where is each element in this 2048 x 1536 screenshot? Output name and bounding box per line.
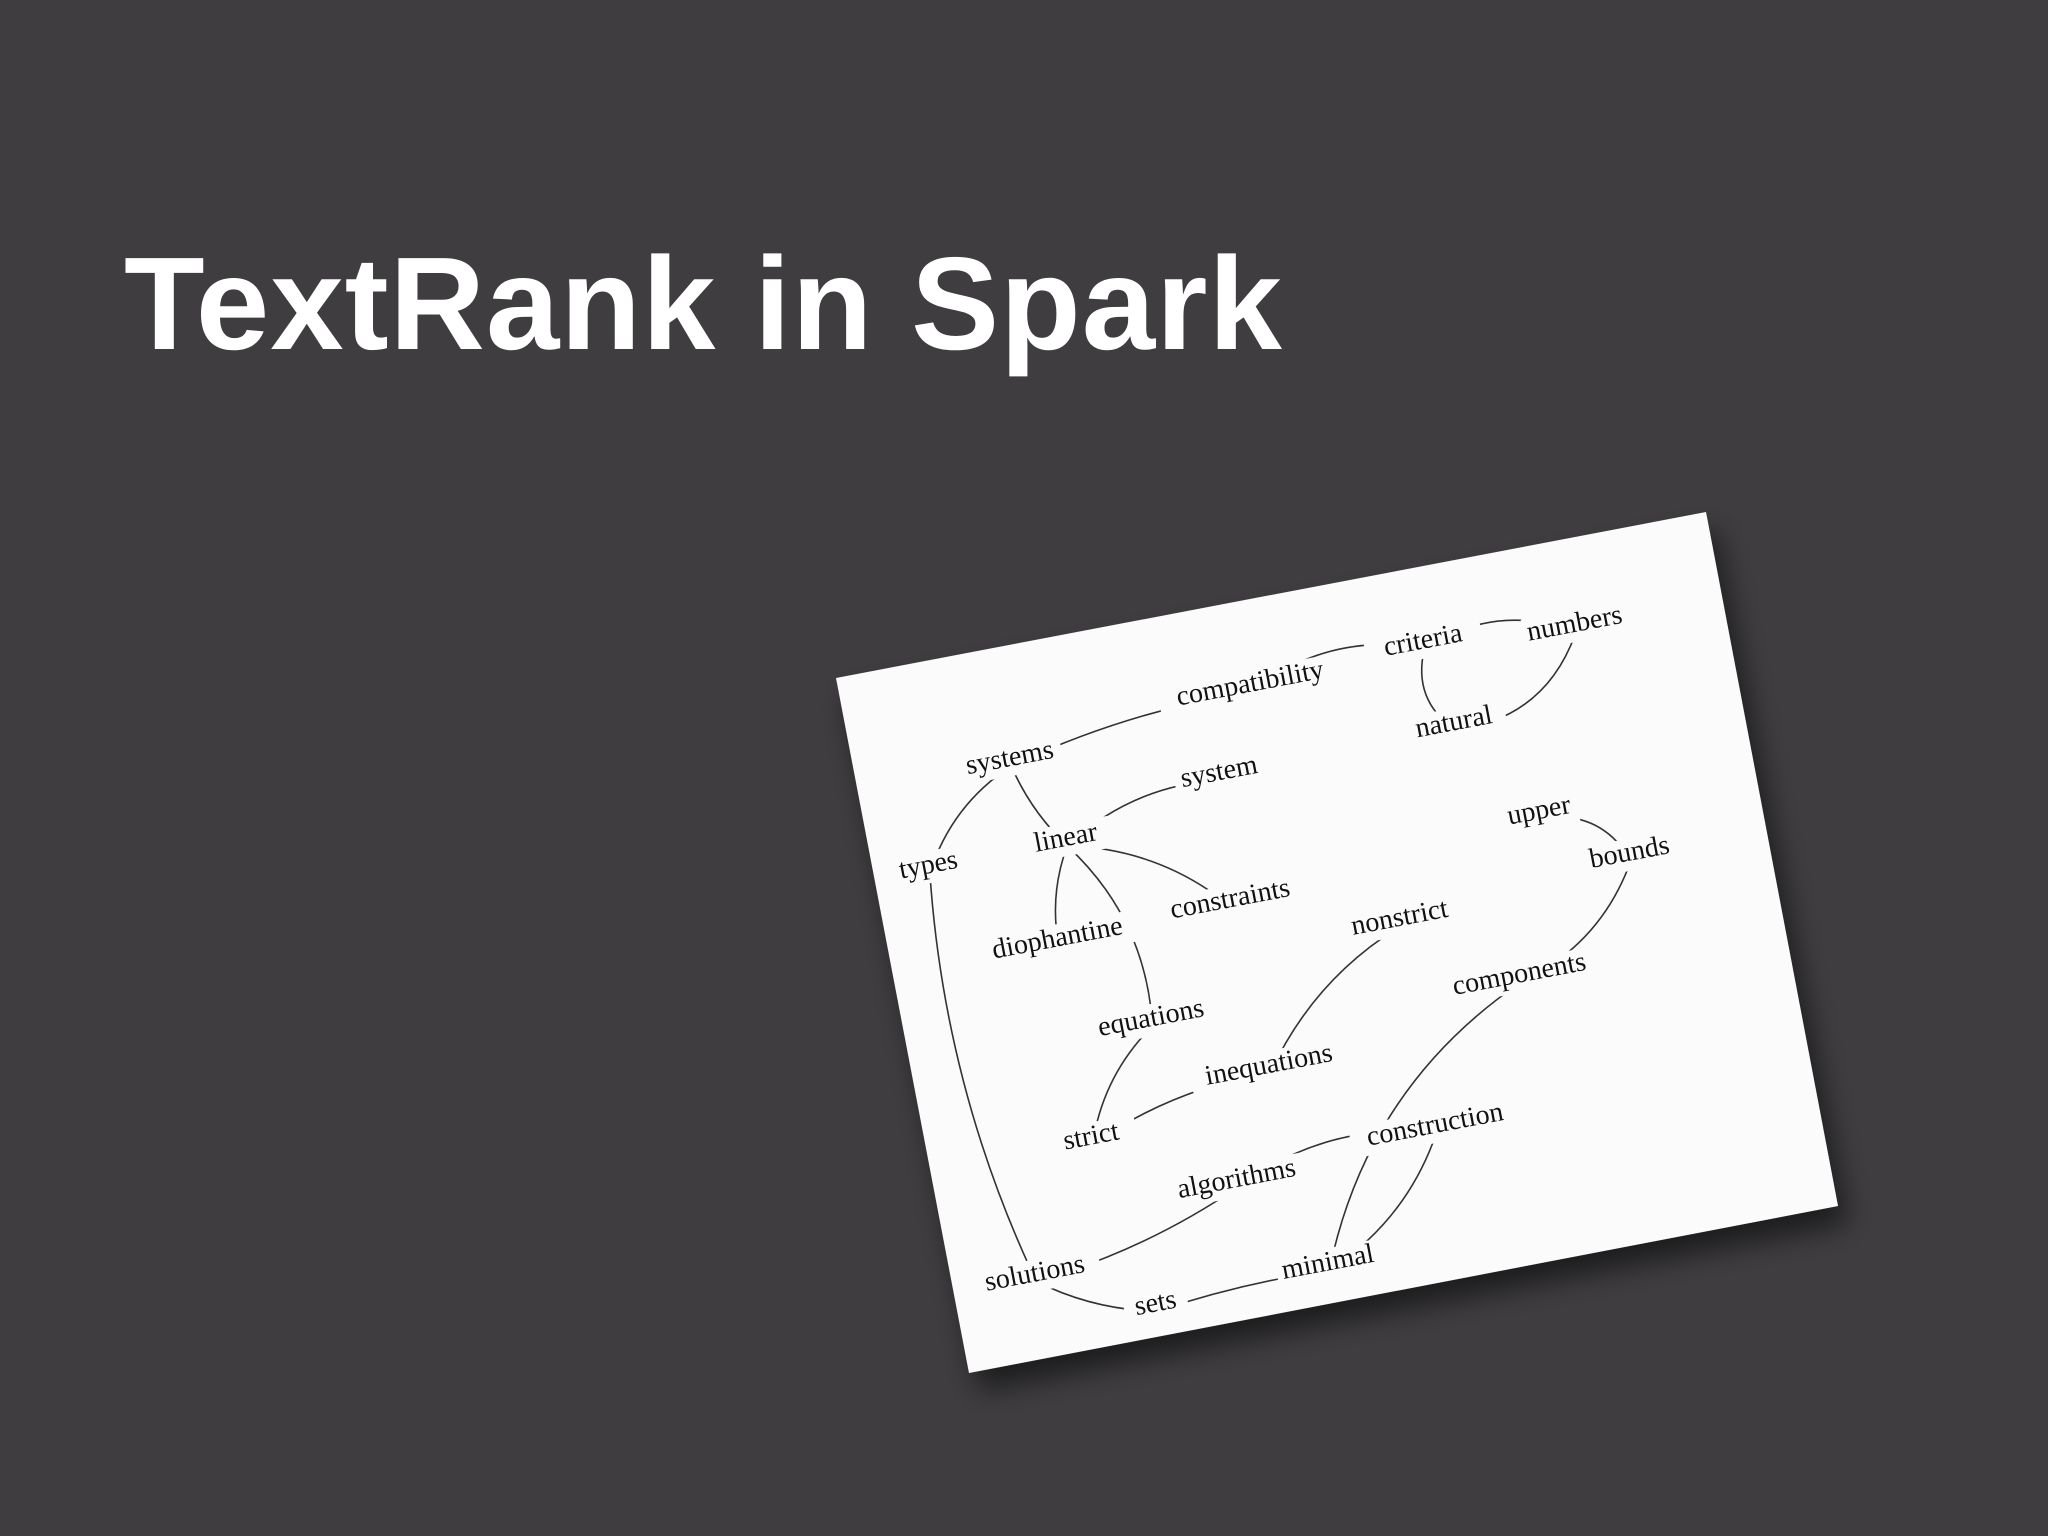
node-bg-nonstrict	[1332, 891, 1468, 948]
node-sets: sets	[1132, 1284, 1179, 1322]
node-bg-solutions	[967, 1247, 1103, 1304]
slide-title: TextRank in Spark	[124, 230, 1283, 377]
node-bg-algorithms	[1162, 1151, 1312, 1211]
diagram-paper	[836, 512, 1838, 1373]
edge-types-solutions	[929, 873, 1037, 1282]
node-bg-natural	[1399, 698, 1509, 750]
node-bg-linear	[1018, 815, 1114, 865]
node-bg-systems	[955, 734, 1065, 786]
node-bg-inequations	[1188, 1036, 1351, 1098]
node-bg-minimal	[1273, 1238, 1383, 1290]
node-bg-numbers	[1520, 600, 1630, 652]
node-bg-bounds	[1582, 830, 1678, 879]
node-bg-sets	[1121, 1283, 1191, 1328]
node-bg-upper	[1498, 789, 1581, 836]
node-bg-strict	[1043, 1114, 1140, 1163]
node-bg-compatibility	[1156, 652, 1345, 719]
node-bg-equations	[1083, 992, 1219, 1049]
node-bg-criteria	[1362, 615, 1485, 670]
node-bg-components	[1445, 947, 1594, 1006]
node-bg-types	[887, 844, 970, 891]
edge-minimal-components	[1328, 981, 1522, 1271]
node-bg-system	[1171, 749, 1268, 799]
node-bg-constraints	[1149, 870, 1312, 932]
node-bg-diophantine	[976, 909, 1139, 971]
node-bg-construction	[1347, 1095, 1523, 1159]
